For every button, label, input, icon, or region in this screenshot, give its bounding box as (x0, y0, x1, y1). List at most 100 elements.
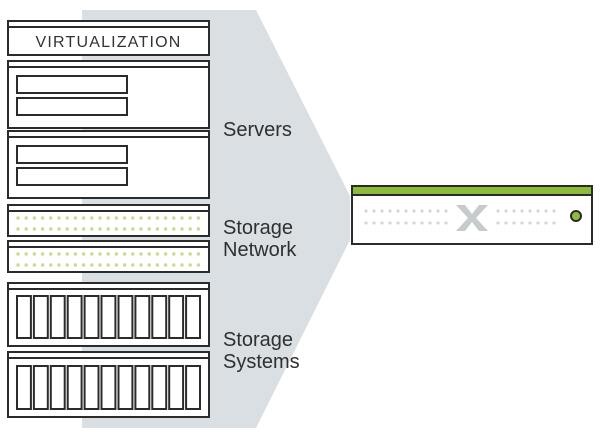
hyperconverged-appliance (351, 185, 593, 245)
indicator-dot (98, 227, 102, 231)
indicator-dot (412, 209, 416, 213)
indicator-dot (404, 209, 408, 213)
drive-slot (16, 295, 32, 339)
indicator-dot (147, 263, 151, 267)
indicator-dot (90, 252, 94, 256)
indicator-dot (520, 221, 524, 225)
indicator-dot (188, 252, 192, 256)
indicator-dot (65, 216, 69, 220)
indicator-dot (57, 227, 61, 231)
indicator-dot (49, 252, 53, 256)
drive-slot (83, 295, 100, 339)
indicator-dot (49, 263, 53, 267)
storage-array (7, 282, 210, 347)
indicator-dot (544, 209, 548, 213)
indicator-dot (57, 252, 61, 256)
indicator-dot (57, 216, 61, 220)
indicator-dot (16, 263, 20, 267)
indicator-dot (32, 263, 37, 267)
drive-slot (185, 295, 202, 339)
indicator-dot (81, 216, 86, 220)
drive-slot (185, 365, 202, 410)
indicator-dot (98, 263, 102, 267)
storage-network-label-line2: Network (223, 239, 297, 261)
status-led-icon (570, 210, 582, 222)
indicator-dot (172, 227, 176, 231)
drive-slot (100, 365, 117, 410)
indicator-dot (512, 209, 516, 213)
x-logo-icon (456, 205, 488, 231)
indicator-dot (65, 263, 69, 267)
indicator-dot (504, 221, 508, 225)
indicator-dot (196, 263, 201, 267)
indicator-dot (544, 221, 548, 225)
indicator-dot (73, 252, 78, 256)
indicator-dot (163, 263, 168, 267)
indicator-dot (98, 252, 102, 256)
indicator-dot (155, 216, 160, 220)
indicator-dot (172, 252, 176, 256)
indicator-dot (114, 227, 119, 231)
indicator-dot (32, 252, 37, 256)
indicator-dot (147, 252, 151, 256)
virtualization-layer: VIRTUALIZATION (7, 20, 210, 56)
indicator-dot (372, 209, 376, 213)
indicator-dot (98, 216, 102, 220)
indicator-dot (496, 209, 500, 213)
indicator-dot (180, 252, 184, 256)
indicator-dot (73, 216, 78, 220)
drive-slot (100, 295, 117, 339)
indicator-dot (49, 216, 53, 220)
indicator-dot (122, 263, 127, 267)
network-switch (7, 204, 210, 237)
appliance-indicator-lights (364, 209, 556, 225)
indicator-dot (106, 252, 110, 256)
indicator-dot (412, 221, 416, 225)
drive-slot (49, 365, 66, 410)
indicator-dot (131, 216, 135, 220)
storage-drive-row (16, 295, 202, 339)
indicator-dot (65, 227, 69, 231)
indicator-dot (65, 252, 69, 256)
indicator-dot (180, 216, 184, 220)
indicator-dot (188, 227, 192, 231)
indicator-dot (528, 221, 532, 225)
server-drive-bay (16, 167, 128, 186)
indicator-dot (90, 227, 94, 231)
indicator-dot (536, 221, 540, 225)
indicator-dot (147, 216, 151, 220)
indicator-dot (436, 221, 440, 225)
indicator-dot (16, 252, 20, 256)
indicator-dot (122, 216, 127, 220)
drive-slot (32, 365, 49, 410)
indicator-dot (172, 216, 176, 220)
indicator-dot (180, 263, 184, 267)
indicator-dot (512, 221, 516, 225)
storage-drive-row (16, 365, 202, 410)
indicator-dot (180, 227, 184, 231)
indicator-dot (428, 209, 432, 213)
indicator-dot (131, 263, 135, 267)
drive-slot (134, 295, 151, 339)
indicator-dot (496, 221, 500, 225)
indicator-dot (163, 227, 168, 231)
indicator-dot (40, 216, 45, 220)
drive-slot (117, 295, 134, 339)
drive-slot (151, 365, 168, 410)
indicator-dot (372, 221, 376, 225)
indicator-dot (106, 227, 110, 231)
drive-slot (151, 295, 168, 339)
indicator-dot (147, 227, 151, 231)
drive-slot (168, 295, 185, 339)
server-drive-bay (16, 145, 128, 164)
indicator-dot (114, 252, 119, 256)
indicator-dot (528, 209, 532, 213)
indicator-dot (139, 216, 143, 220)
servers-label: Servers (223, 119, 292, 141)
drive-slot (134, 365, 151, 410)
server-drive-bay (16, 97, 128, 116)
indicator-dot (188, 263, 192, 267)
indicator-dot (520, 209, 524, 213)
indicator-dot (106, 216, 110, 220)
switch-port-lights (16, 216, 201, 231)
